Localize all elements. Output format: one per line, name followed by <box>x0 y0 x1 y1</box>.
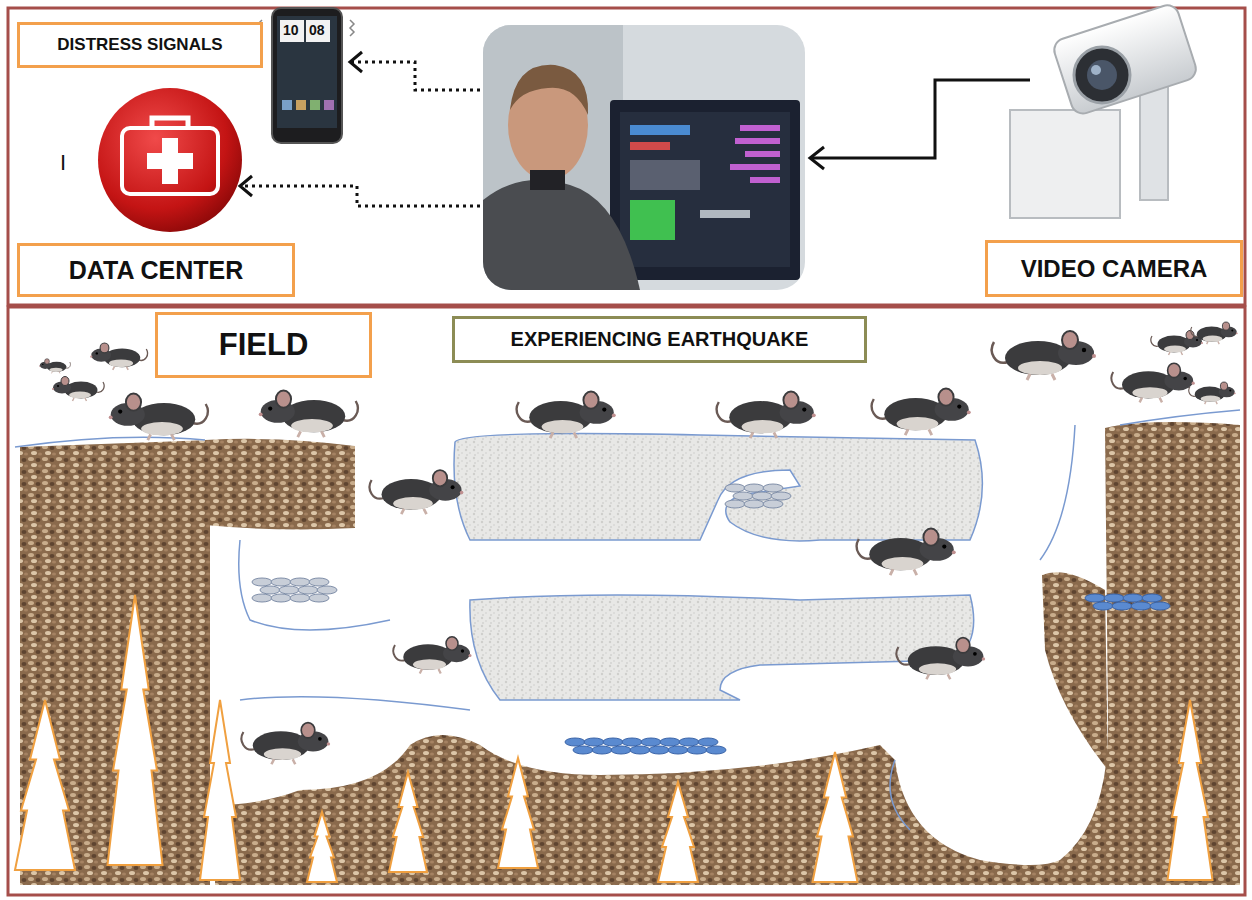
rubble-stone <box>744 484 764 492</box>
rubble-stone <box>630 746 650 754</box>
rubble-stone <box>611 746 631 754</box>
crack-spike <box>200 700 240 880</box>
rubble-stone <box>317 586 337 594</box>
rubble-stone <box>584 738 604 746</box>
rubble-stone <box>1112 602 1132 610</box>
label-box: EXPERIENCING EARTHQUAKE <box>452 316 867 363</box>
crack-spike <box>498 758 538 868</box>
rubble-stone <box>603 738 623 746</box>
mouse-figure <box>1111 363 1194 402</box>
rubble-stone <box>573 746 593 754</box>
rubble-stone <box>698 738 718 746</box>
rubble-stone <box>1123 594 1143 602</box>
mouse-figure <box>1191 322 1238 344</box>
rubble-stone <box>1142 594 1162 602</box>
rubble-stone <box>744 500 764 508</box>
rubble-stone <box>622 738 642 746</box>
box-label: DATA CENTER <box>69 256 244 285</box>
mouse-figure <box>52 377 104 402</box>
rubble-stone <box>706 746 726 754</box>
rubble-stone <box>290 594 310 602</box>
mouse-figure <box>897 638 986 680</box>
crack-spike <box>108 595 163 865</box>
label-box: DATA CENTER <box>17 243 295 297</box>
rubble-stone <box>641 738 661 746</box>
mouse-figure <box>1151 331 1203 356</box>
mouse-figure <box>370 470 464 514</box>
rubble-stone <box>733 492 753 500</box>
rubble-stone <box>763 500 783 508</box>
rubble-stone <box>1085 594 1105 602</box>
operator-photo <box>483 25 805 290</box>
mouse-figure <box>857 529 956 576</box>
crack-spike <box>15 700 75 870</box>
rubble-piles <box>252 484 1170 754</box>
crack-spike <box>658 782 698 882</box>
rubble-stone <box>309 578 329 586</box>
label-box: FIELD <box>155 312 372 378</box>
label-box: DISTRESS SIGNALS <box>17 22 263 68</box>
crack-spike <box>307 812 337 882</box>
rubble-stone <box>565 738 585 746</box>
mouse-figure <box>992 331 1096 380</box>
mouse-figure <box>1189 382 1236 404</box>
mouse-figure <box>717 392 816 439</box>
rubble-stone <box>752 492 772 500</box>
box-label: FIELD <box>219 327 309 363</box>
phone-icon <box>258 8 354 143</box>
rubble-stone <box>725 500 745 508</box>
mouse-figure <box>39 359 70 374</box>
mice-group <box>39 322 1238 764</box>
rubble-stone <box>271 594 291 602</box>
mouse-figure <box>517 392 616 439</box>
rubble-stone <box>252 594 272 602</box>
crack-spike <box>389 772 427 872</box>
field-ground <box>15 410 1240 885</box>
clock-digits: 08 <box>309 22 325 38</box>
box-label: DISTRESS SIGNALS <box>57 35 222 55</box>
rubble-stone <box>763 484 783 492</box>
medical-icon <box>98 88 242 232</box>
stray-mark: I <box>60 150 66 176</box>
crack-spike <box>813 752 858 882</box>
mouse-figure <box>90 343 147 370</box>
clock-digits: 10 <box>283 22 299 38</box>
rubble-stone <box>1131 602 1151 610</box>
mouse-figure <box>872 389 971 436</box>
rubble-stone <box>592 746 612 754</box>
rubble-stone <box>649 746 669 754</box>
rubble-stone <box>309 594 329 602</box>
rubble-stone <box>1093 602 1113 610</box>
rubble-stone <box>687 746 707 754</box>
rubble-stone <box>679 738 699 746</box>
rubble-stone <box>252 578 272 586</box>
camera-icon <box>1010 2 1199 218</box>
field-panel <box>8 307 1245 895</box>
rubble-stone <box>725 484 745 492</box>
rubble-stone <box>668 746 688 754</box>
mouse-figure <box>259 391 358 438</box>
rubble-stone <box>1104 594 1124 602</box>
rubble-stone <box>271 578 291 586</box>
label-box: VIDEO CAMERA <box>985 240 1243 297</box>
rubble-stone <box>290 578 310 586</box>
crack-spike <box>1168 700 1213 880</box>
mouse-figure <box>393 637 471 674</box>
rubble-stone <box>771 492 791 500</box>
rubble-stone <box>1150 602 1170 610</box>
box-label: EXPERIENCING EARTHQUAKE <box>511 328 809 351</box>
rubble-stone <box>660 738 680 746</box>
rubble-stone <box>279 586 299 594</box>
mouse-figure <box>242 723 331 765</box>
rubble-stone <box>260 586 280 594</box>
mouse-figure <box>109 394 208 441</box>
box-label: VIDEO CAMERA <box>1021 255 1208 283</box>
ground-cracks <box>15 595 1213 882</box>
connector-arrows <box>240 52 1030 206</box>
rubble-stone <box>298 586 318 594</box>
